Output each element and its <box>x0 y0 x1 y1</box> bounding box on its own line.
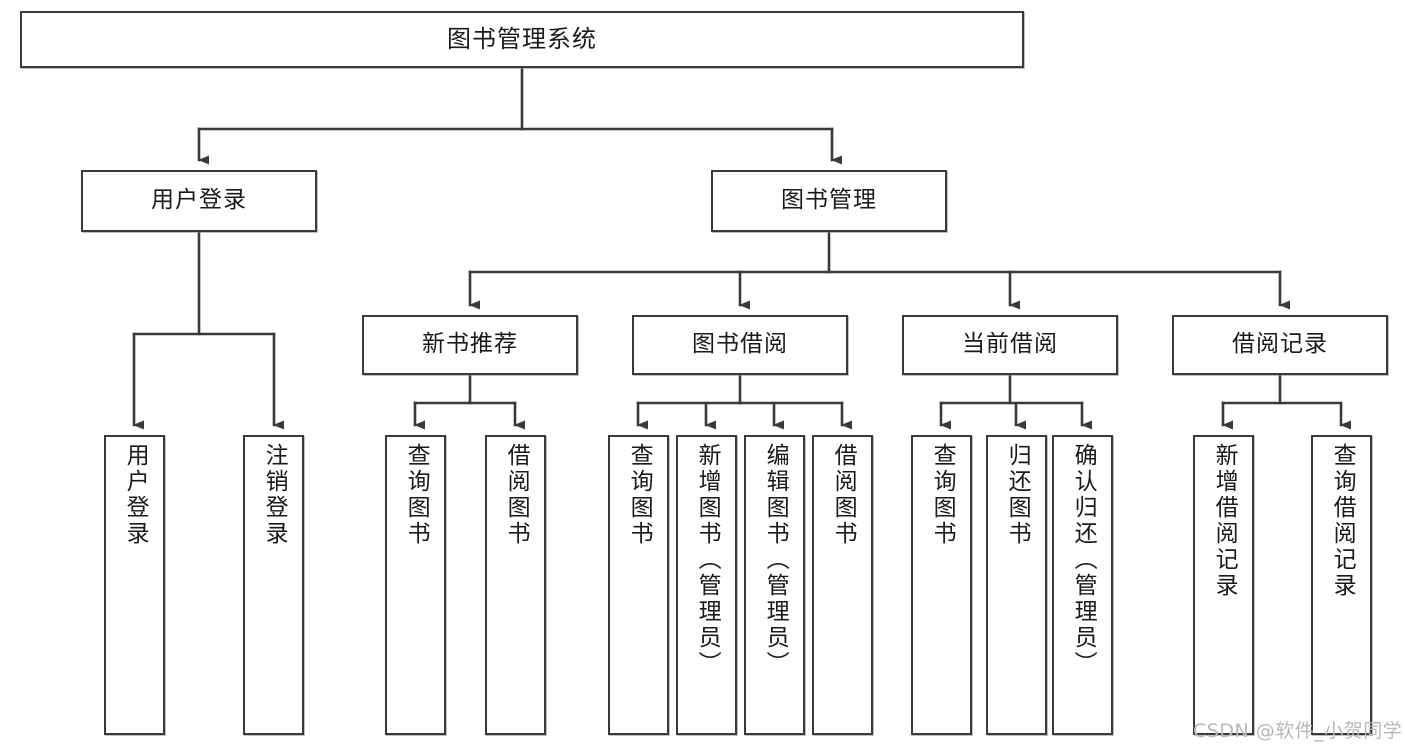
node-current-borrow-label: 当前借阅 <box>962 331 1058 358</box>
node-root-label: 图书管理系统 <box>447 25 597 54</box>
node-leaf-logout-label: 注销登录 <box>261 443 288 547</box>
node-leaf-query-book-rec-label: 查询图书 <box>403 443 430 547</box>
node-leaf-confirm-return[interactable]: 确认归还（管理员） <box>1052 435 1113 735</box>
node-user-login[interactable]: 用户登录 <box>81 170 317 232</box>
node-leaf-query-book-cur-label: 查询图书 <box>929 443 956 547</box>
node-leaf-user-login[interactable]: 用户登录 <box>104 435 165 735</box>
node-leaf-confirm-return-label: 确认归还（管理员） <box>1070 443 1097 677</box>
node-user-login-label: 用户登录 <box>151 187 247 214</box>
node-borrow-record-label: 借阅记录 <box>1232 331 1328 358</box>
node-leaf-query-record[interactable]: 查询借阅记录 <box>1311 435 1372 735</box>
node-current-borrow[interactable]: 当前借阅 <box>902 315 1118 375</box>
node-leaf-borrow-book-rec[interactable]: 借阅图书 <box>485 435 546 735</box>
node-leaf-query-book-rec[interactable]: 查询图书 <box>385 435 446 735</box>
node-book-management[interactable]: 图书管理 <box>711 170 947 232</box>
node-leaf-user-login-label: 用户登录 <box>122 443 149 547</box>
node-leaf-query-record-label: 查询借阅记录 <box>1329 443 1356 599</box>
node-root[interactable]: 图书管理系统 <box>20 11 1024 68</box>
node-leaf-logout[interactable]: 注销登录 <box>243 435 304 735</box>
node-leaf-return-book[interactable]: 归还图书 <box>986 435 1047 735</box>
node-leaf-query-book[interactable]: 查询图书 <box>608 435 669 735</box>
node-leaf-add-record-label: 新增借阅记录 <box>1211 443 1238 599</box>
node-leaf-query-book-label: 查询图书 <box>626 443 653 547</box>
node-book-borrow[interactable]: 图书借阅 <box>632 315 848 375</box>
node-leaf-add-book-label: 新增图书（管理员） <box>694 443 721 677</box>
node-leaf-edit-book[interactable]: 编辑图书（管理员） <box>744 435 805 735</box>
node-new-book-recommend[interactable]: 新书推荐 <box>362 315 578 375</box>
node-leaf-return-book-label: 归还图书 <box>1004 443 1031 547</box>
csdn-watermark: CSDN @软件_小贺同学 <box>1193 720 1403 742</box>
node-leaf-borrow-book-rec-label: 借阅图书 <box>503 443 530 547</box>
node-leaf-borrow-book[interactable]: 借阅图书 <box>812 435 873 735</box>
node-leaf-add-book[interactable]: 新增图书（管理员） <box>676 435 737 735</box>
node-leaf-add-record[interactable]: 新增借阅记录 <box>1193 435 1254 735</box>
node-book-borrow-label: 图书借阅 <box>692 331 788 358</box>
node-book-management-label: 图书管理 <box>781 187 877 214</box>
node-new-book-recommend-label: 新书推荐 <box>422 331 518 358</box>
node-leaf-borrow-book-label: 借阅图书 <box>830 443 857 547</box>
node-leaf-edit-book-label: 编辑图书（管理员） <box>762 443 789 677</box>
node-borrow-record[interactable]: 借阅记录 <box>1172 315 1388 375</box>
node-leaf-query-book-cur[interactable]: 查询图书 <box>911 435 972 735</box>
